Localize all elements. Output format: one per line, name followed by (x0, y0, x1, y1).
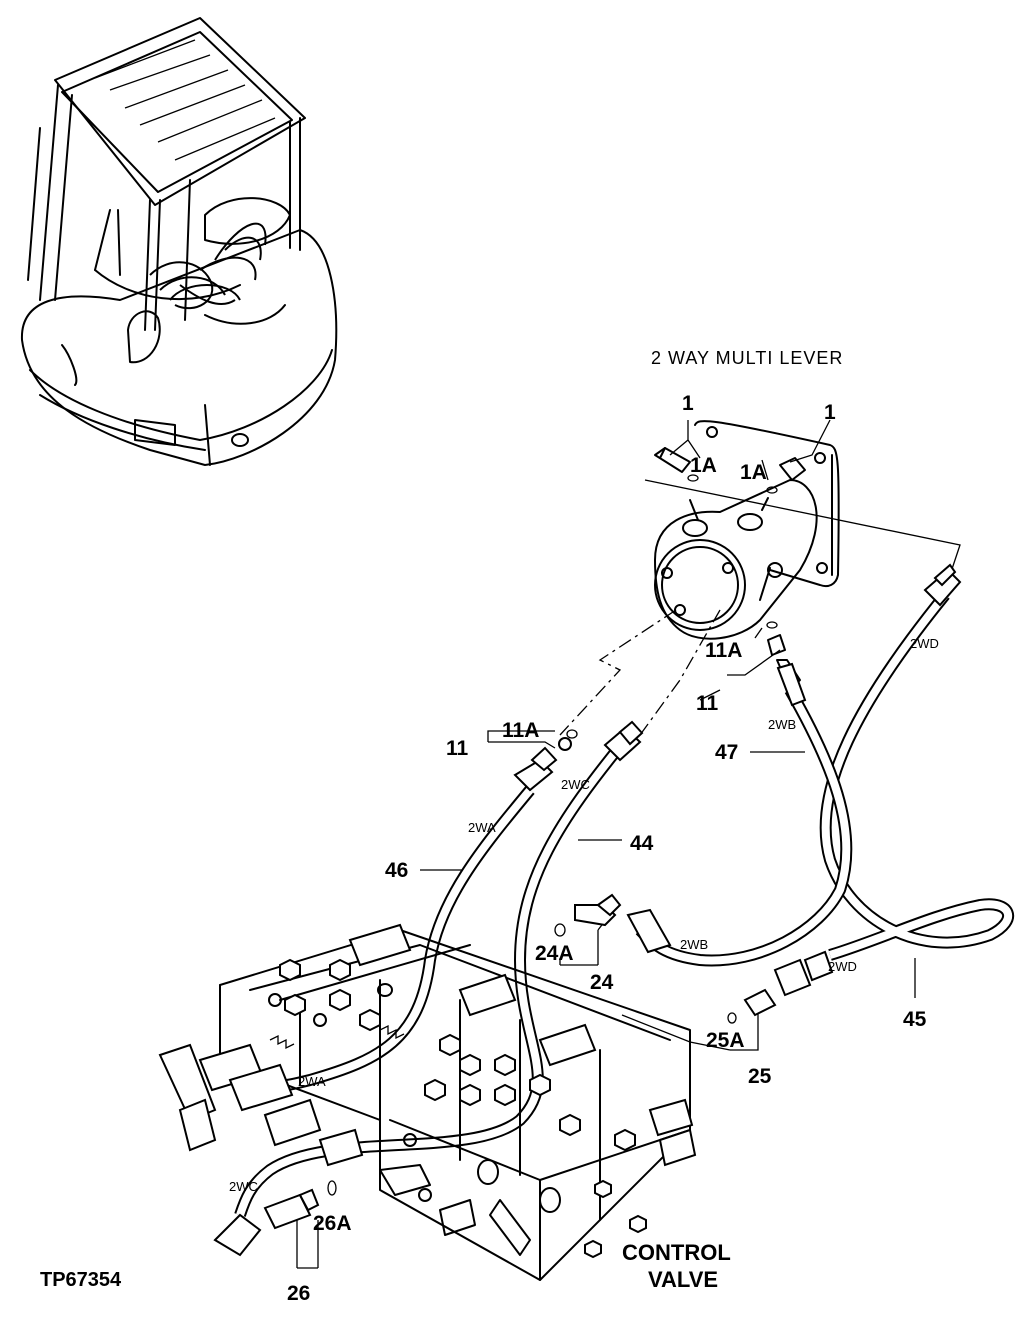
leader-lines (296, 419, 961, 1269)
hose-tag-2wc-low: 2WC (229, 1179, 258, 1194)
callout-1-right: 1 (824, 401, 836, 424)
control-valve-illustration (158, 923, 697, 1281)
callout-46: 46 (385, 859, 409, 882)
callout-47: 47 (715, 741, 739, 764)
callout-11a-left: 11A (502, 719, 540, 742)
callout-11a-right: 11A (705, 639, 743, 662)
control-valve-label-line2: VALVE (648, 1267, 719, 1292)
callout-1-left: 1 (682, 392, 694, 415)
hose-tag-2wd-low: 2WD (828, 959, 857, 974)
hose-tag-2wc-top: 2WC (561, 777, 590, 792)
callout-1a-left: 1A (690, 454, 717, 477)
callout-26: 26 (287, 1282, 311, 1305)
hose-tag-2wd-top: 2WD (910, 636, 939, 651)
callout-11-right: 11 (696, 692, 719, 715)
hose-tag-2wa-low: 2WA (298, 1074, 326, 1089)
hoses (234, 591, 1015, 1217)
callout-44: 44 (630, 832, 654, 855)
hose-fittings (213, 563, 962, 1257)
callout-45: 45 (903, 1008, 927, 1031)
diagram-title: 2 WAY MULTI LEVER (651, 348, 844, 368)
callout-26a: 26A (313, 1212, 352, 1235)
hose-tag-2wb-top: 2WB (768, 717, 797, 732)
hose-tag-2wa-top: 2WA (468, 820, 496, 835)
hose-tag-2wb-low: 2WB (680, 937, 709, 952)
callout-24: 24 (590, 971, 614, 994)
callout-11-left: 11 (446, 737, 469, 760)
callout-25a: 25A (706, 1029, 745, 1052)
figure-id: TP67354 (40, 1269, 122, 1291)
callout-24a: 24A (535, 942, 574, 965)
callout-1a-right: 1A (740, 461, 767, 484)
machine-illustration (20, 17, 338, 466)
control-valve-label-line1: CONTROL (622, 1240, 731, 1265)
callout-25: 25 (748, 1065, 772, 1088)
